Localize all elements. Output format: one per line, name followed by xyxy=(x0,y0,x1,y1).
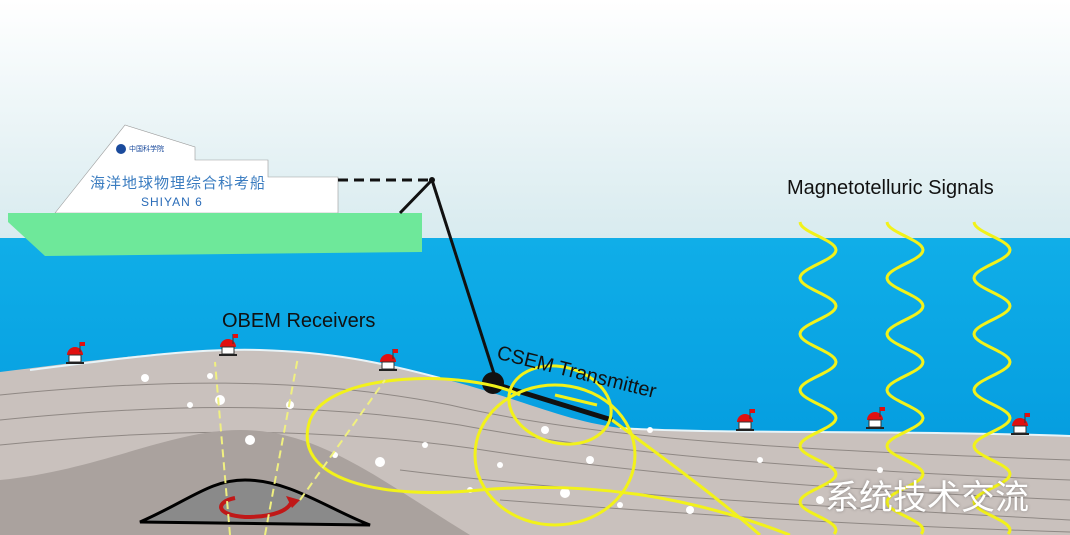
ship-logo-text: 中国科学院 xyxy=(129,146,164,153)
mt-wave xyxy=(885,221,925,535)
ship-hull xyxy=(8,213,422,256)
watermark: 系统技术交流 xyxy=(825,478,1029,518)
receivers-label: OBEM Receivers xyxy=(222,310,376,332)
ship-superstructure xyxy=(54,124,339,214)
mt-waves xyxy=(798,221,1012,535)
dipole-arrow-icon xyxy=(554,393,598,407)
em-field-loops xyxy=(305,364,791,535)
ship-name-cn: 海洋地球物理综合科考船 xyxy=(90,174,267,192)
obem-receivers xyxy=(66,334,1030,435)
rotation-arrow-icon xyxy=(219,496,294,520)
anomaly-body xyxy=(139,478,371,527)
tow-cable xyxy=(430,179,498,381)
transmitter-antenna xyxy=(497,382,613,423)
arrowhead xyxy=(286,496,300,508)
ship-name-en: SHIYAN 6 xyxy=(141,195,203,209)
a-frame xyxy=(398,178,434,215)
mt-wave xyxy=(798,221,838,535)
mt-label: Magnetotelluric Signals xyxy=(787,177,994,199)
sediment-layers xyxy=(0,382,1070,533)
mt-wave xyxy=(972,221,1012,535)
logo-icon xyxy=(116,144,126,154)
reflected-rays xyxy=(214,356,386,535)
bubbles xyxy=(141,373,883,514)
